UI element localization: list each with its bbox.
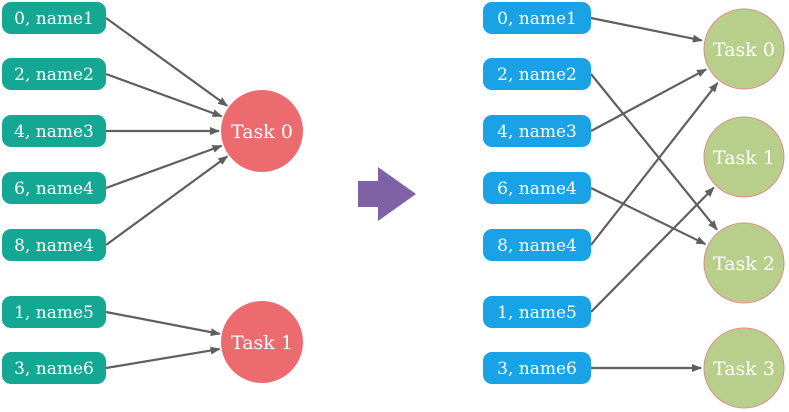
left-record-1: 2, name2 bbox=[2, 58, 106, 90]
left-edge bbox=[105, 346, 221, 370]
left-record-6: 3, name6 bbox=[2, 352, 106, 384]
right-edge bbox=[590, 16, 703, 43]
right-task-1: Task 1 bbox=[703, 116, 785, 198]
left-record-label: 1, name5 bbox=[14, 303, 94, 323]
left-edge bbox=[105, 144, 223, 190]
right-edges bbox=[590, 16, 719, 372]
left-edge bbox=[105, 310, 221, 337]
left-record-label: 6, name4 bbox=[14, 179, 94, 199]
left-record-0: 0, name1 bbox=[2, 2, 106, 34]
left-edge bbox=[105, 72, 223, 118]
left-record-label: 2, name2 bbox=[14, 65, 94, 85]
task-label: Task 1 bbox=[231, 332, 293, 354]
right-record-0: 0, name1 bbox=[483, 2, 591, 34]
task-label: Task 0 bbox=[713, 39, 775, 61]
left-record-label: 3, name6 bbox=[14, 359, 94, 379]
left-edge bbox=[105, 155, 229, 246]
left-record-label: 4, name3 bbox=[14, 122, 94, 142]
right-task-2: Task 2 bbox=[703, 222, 785, 304]
right-edge bbox=[590, 82, 719, 246]
right-record-label: 0, name1 bbox=[497, 9, 577, 29]
left-task-0: Task 0 bbox=[221, 90, 303, 172]
right-task-0: Task 0 bbox=[703, 8, 785, 90]
right-record-4: 8, name4 bbox=[483, 229, 591, 261]
task-label: Task 3 bbox=[713, 358, 775, 380]
right-edge bbox=[590, 186, 715, 313]
right-record-label: 4, name3 bbox=[497, 122, 577, 142]
right-record-2: 4, name3 bbox=[483, 115, 591, 147]
left-record-3: 6, name4 bbox=[2, 172, 106, 204]
right-arrow-icon bbox=[358, 167, 416, 221]
right-edge bbox=[590, 187, 707, 246]
left-record-5: 1, name5 bbox=[2, 296, 106, 328]
right-record-1: 2, name2 bbox=[483, 58, 591, 90]
left-record-list: 0, name1 2, name2 4, name3 6, name4 8, n… bbox=[2, 2, 106, 384]
right-record-label: 3, name6 bbox=[497, 359, 577, 379]
left-record-label: 8, name4 bbox=[14, 236, 94, 256]
right-record-5: 1, name5 bbox=[483, 296, 591, 328]
right-record-label: 1, name5 bbox=[497, 303, 577, 323]
right-edge bbox=[590, 68, 707, 132]
left-record-label: 0, name1 bbox=[14, 9, 94, 29]
task-label: Task 1 bbox=[713, 147, 775, 169]
right-record-label: 2, name2 bbox=[497, 65, 577, 85]
right-record-list: 0, name1 2, name2 4, name3 6, name4 8, n… bbox=[483, 2, 591, 384]
left-edge bbox=[105, 17, 228, 107]
right-record-6: 3, name6 bbox=[483, 352, 591, 384]
task-label: Task 0 bbox=[231, 121, 293, 143]
right-edge bbox=[590, 73, 718, 231]
left-task-1: Task 1 bbox=[221, 301, 303, 383]
left-edges bbox=[105, 17, 229, 370]
task-label: Task 2 bbox=[713, 253, 775, 275]
right-task-3: Task 3 bbox=[703, 327, 785, 409]
left-record-2: 4, name3 bbox=[2, 115, 106, 147]
right-record-label: 6, name4 bbox=[497, 179, 577, 199]
right-record-label: 8, name4 bbox=[497, 236, 577, 256]
right-record-3: 6, name4 bbox=[483, 172, 591, 204]
left-record-4: 8, name4 bbox=[2, 229, 106, 261]
